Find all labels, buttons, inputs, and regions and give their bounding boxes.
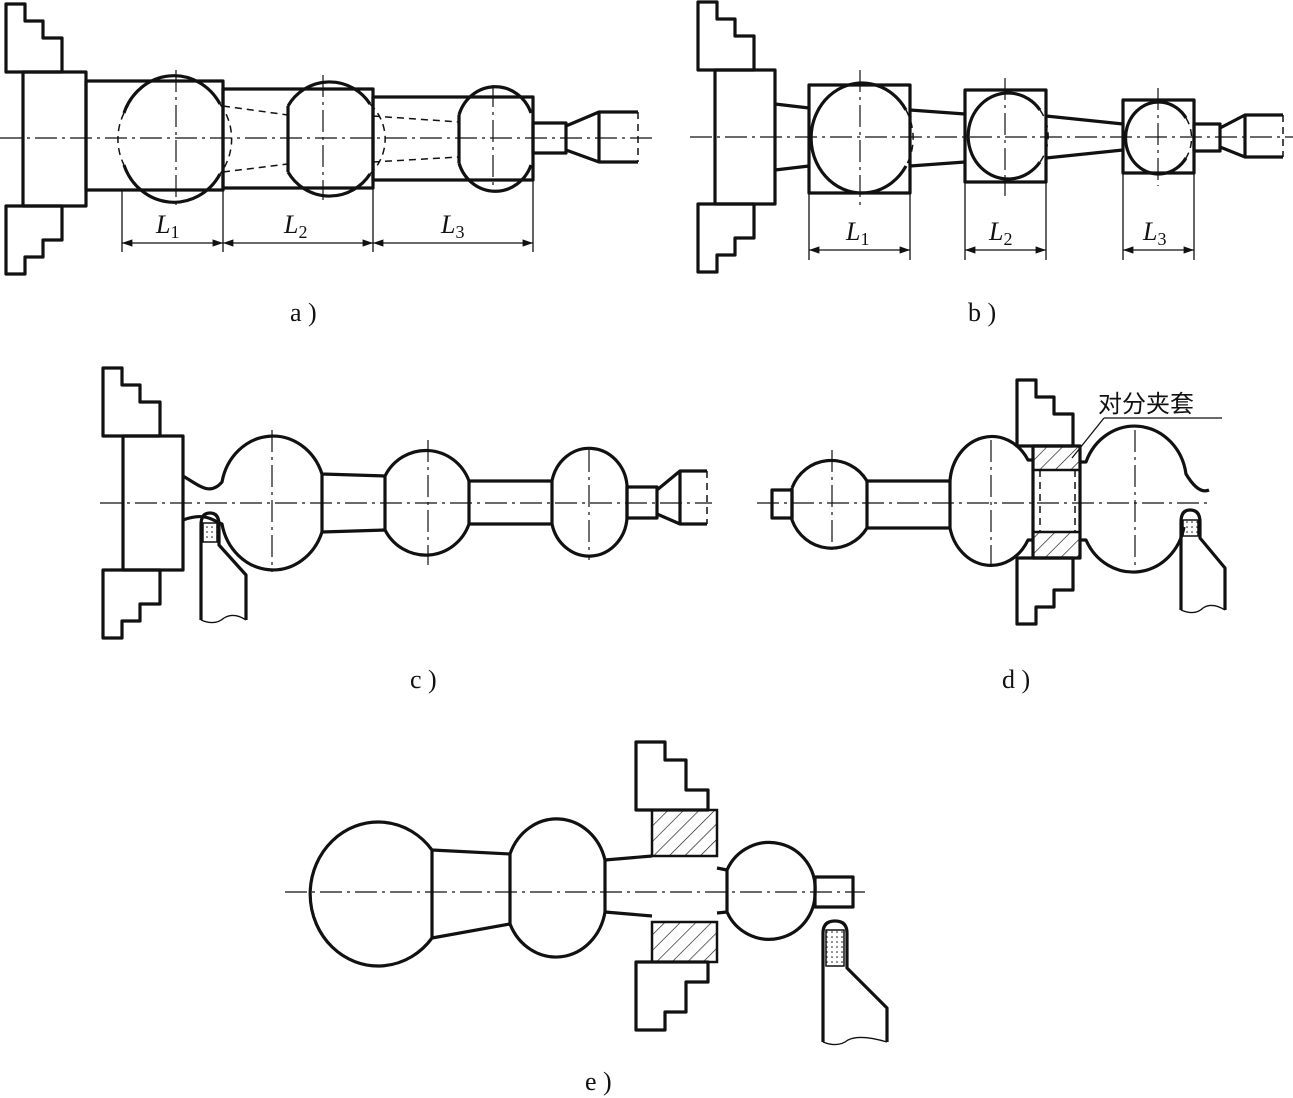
chuck-jaw-lower [696,202,756,274]
chuck-jaw-lower [101,568,162,640]
split-sleeve-lower [650,920,719,964]
workpiece-profile [790,424,1210,574]
caption-a: a ) [290,298,317,327]
chuck-body [21,70,88,208]
caption-d: d ) [1002,665,1030,694]
ball-1-outline [122,74,222,114]
caption-e: e ) [585,1067,612,1096]
split-sleeve-lower [1031,530,1082,560]
chuck-jaw-upper [4,2,64,74]
ball-2-hidden [369,103,386,175]
chuck-jaw-upper [634,740,710,812]
split-sleeve-upper [1031,444,1082,472]
annotation-leader [1071,417,1105,459]
dim-label-l3: L3 [1142,217,1166,249]
cutting-tool [1179,508,1227,610]
ball-3-hidden [1185,117,1193,159]
dimension-lines [121,180,534,252]
cutting-tool [199,511,248,620]
ball-3-outline [457,85,533,193]
cutting-tool [821,919,889,1042]
dim-label-l1: L1 [155,210,179,242]
ball-2-outline [286,80,372,198]
ball-1-outline [809,81,908,195]
ball-2-outline [966,91,1042,181]
panel-e: e ) [285,740,889,1096]
chuck-jaw-upper [1015,378,1075,448]
tailstock-center [1219,113,1283,159]
tool-insert [825,929,845,967]
caption-c: c ) [410,665,437,694]
tool-break [200,614,247,624]
section-lines [430,850,729,938]
panel-b: L1 L2 L3 b ) [690,0,1293,327]
ball-1-hidden [117,103,233,175]
tool-break [822,1036,888,1046]
chuck-jaw-upper [696,0,756,72]
section-lines [865,481,952,528]
ball-2-hidden [1039,109,1049,163]
panel-a: L1 L2 L3 a ) [0,2,655,327]
ball-1-hidden [905,109,914,167]
dim-label-l1: L1 [845,217,869,249]
taper-1-hidden [222,105,289,173]
chuck-jaw-lower [4,204,64,276]
ball-1-outline-lower [122,164,222,204]
sleeve-hidden [1039,470,1076,532]
neck-1 [774,102,810,172]
ball-3-outline [1124,100,1188,176]
dim-label-l2: L2 [988,217,1012,249]
taper-2-hidden [372,115,460,163]
bar-tip [770,488,794,520]
dim-label-l3: L3 [440,210,464,242]
dim-label-l2: L2 [283,210,307,242]
tailstock-center [565,110,638,164]
neck-3 [1045,114,1124,160]
workpiece-profile [308,817,817,968]
caption-b: b ) [968,298,996,327]
split-sleeve-label: 对分夹套 [1098,390,1194,418]
chuck-jaw-upper [101,366,162,438]
tool-insert [202,522,218,543]
chuck-jaw-lower [634,960,710,1032]
tool-insert [1182,519,1199,537]
panel-d: 对分夹套 d ) [757,378,1227,694]
bar-step-1 [84,79,225,192]
tool-break [1180,604,1226,614]
split-sleeve-upper [650,808,719,858]
tailstock-center [655,469,707,526]
dimension-lines [808,173,1195,260]
panel-c: c ) [100,366,712,694]
chuck-jaw-lower [1015,556,1075,626]
neck-2 [909,108,966,168]
